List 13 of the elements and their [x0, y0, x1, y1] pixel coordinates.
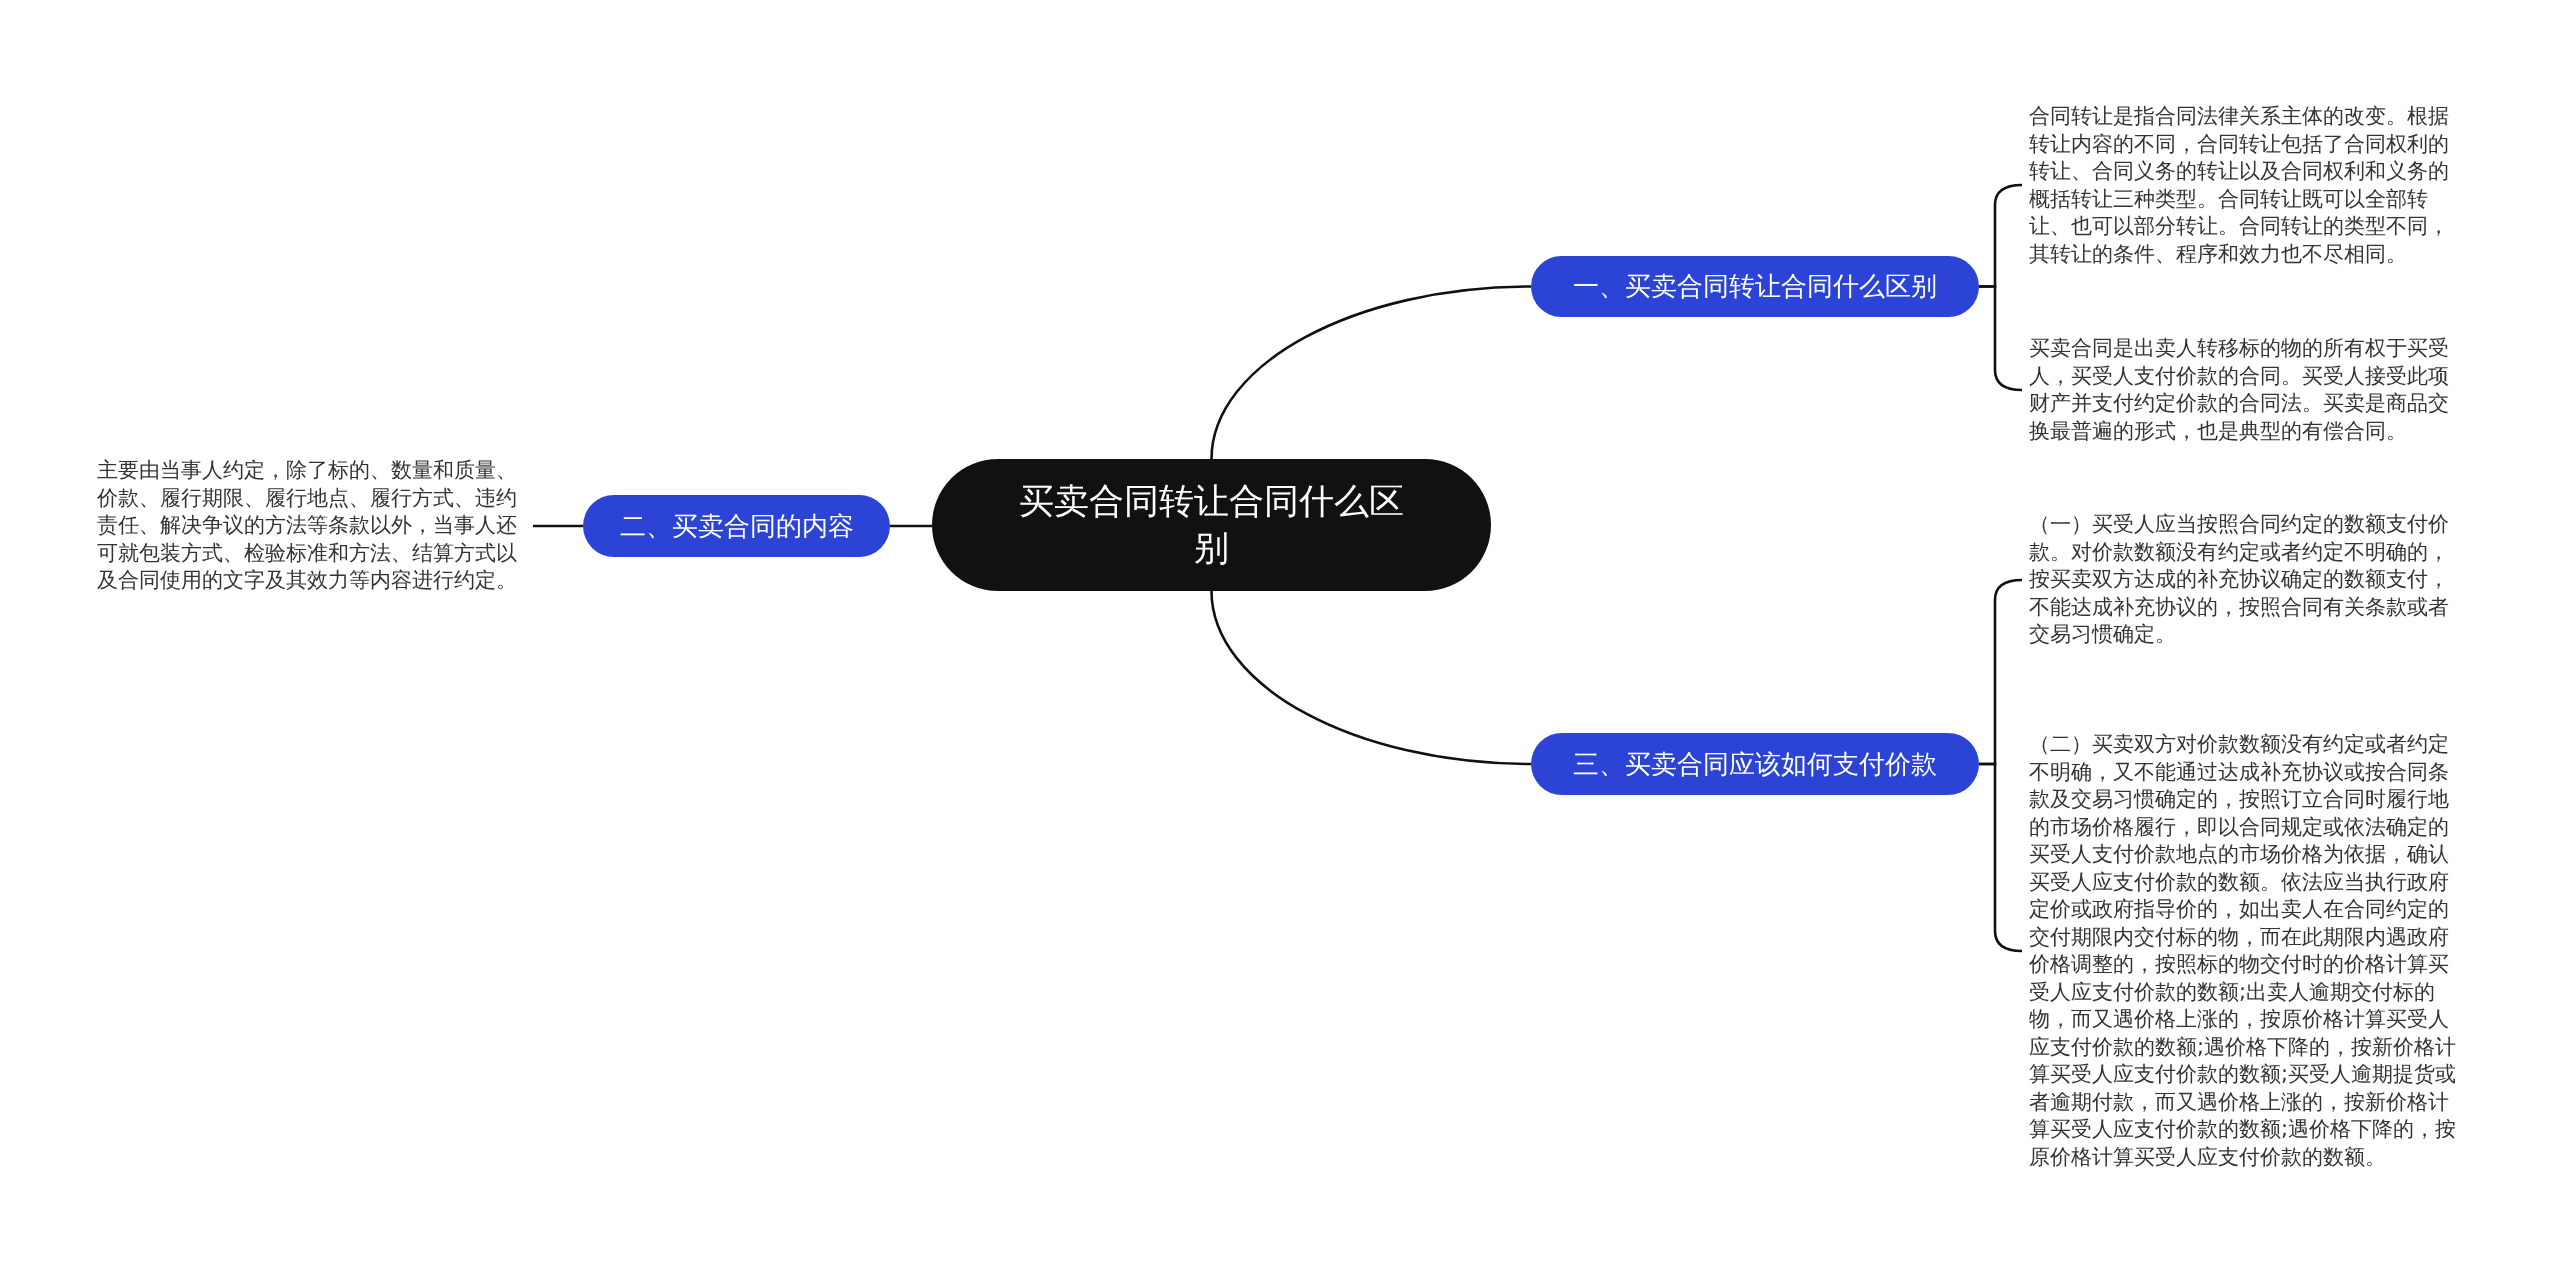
note-text: （一）买受人应当按照合同约定的数额支付价款。对价款数额没有约定或者约定不明确的，按买卖双方达成的补充协议确定的数额支付，不能达成补充协议的，按照合同有关条款或者交易习惯确定。 — [2022, 511, 2457, 649]
connector-line — [1210, 590, 1532, 766]
connector-line — [533, 524, 583, 528]
note-text: 买卖合同是出卖人转移标的物的所有权于买受人，买受人支付价款的合同。买受人接受此项财产并支付约定价款的合同法。买卖是商品交换最普遍的形式，也是典型的有偿合同。 — [2022, 335, 2457, 445]
connector-line — [1210, 285, 1532, 460]
note-text: 主要由当事人约定，除了标的、数量和质量、价款、履行期限、履行地点、履行方式、违约责任、解决争议的方法等条款以外，当事人还可就包装方式、检验标准和方法、结算方式以及合同使用的文字及其效力等内容进行约定。 — [97, 457, 533, 595]
note-text: 合同转让是指合同法律关系主体的改变。根据转让内容的不同，合同转让包括了合同权利的转让、合同义务的转让以及合同权利和义务的概括转让三种类型。合同转让既可以全部转让、也可以部分转让。合同转让的类型不同，其转让的条件、程序和效力也不尽相同。 — [2022, 102, 2457, 268]
connector-line — [890, 524, 932, 528]
branch-topic: 三、买卖合同应该如何支付价款 — [1531, 733, 1979, 795]
branch-topic: 二、买卖合同的内容 — [583, 495, 890, 557]
branch-topic: 一、买卖合同转让合同什么区别 — [1531, 256, 1979, 317]
note-text: （二）买卖双方对价款数额没有约定或者约定不明确，又不能通过达成补充协议或按合同条款及交易习惯确定的，按照订立合同时履行地的市场价格履行，即以合同规定或依法确定的买受人支付价款地点的市场价格为依据，确认买受人应支付价款的数额。依法应当执行政府定价或政府指导价的，如出卖人在合同约定的交付期限内交付标的物，而在此期限内遇政府价格调整的，按照标的物交付时的价格计算买受人应支付价款的数额;出卖人逾期交付标的物，而又遇价格上涨的，按原价格计算买受人应支付价款的数额;遇价格下降的，按新价格计算买受人应支付价款的数额;买受人逾期提货或者逾期付款，而又遇价格上涨的，按新价格计算买受人应支付价款的数额;遇价格下降的，按原价格计算买受人应支付价款的数额。 — [2022, 731, 2457, 1171]
central-topic: 买卖合同转让合同什么区别 — [932, 459, 1491, 591]
